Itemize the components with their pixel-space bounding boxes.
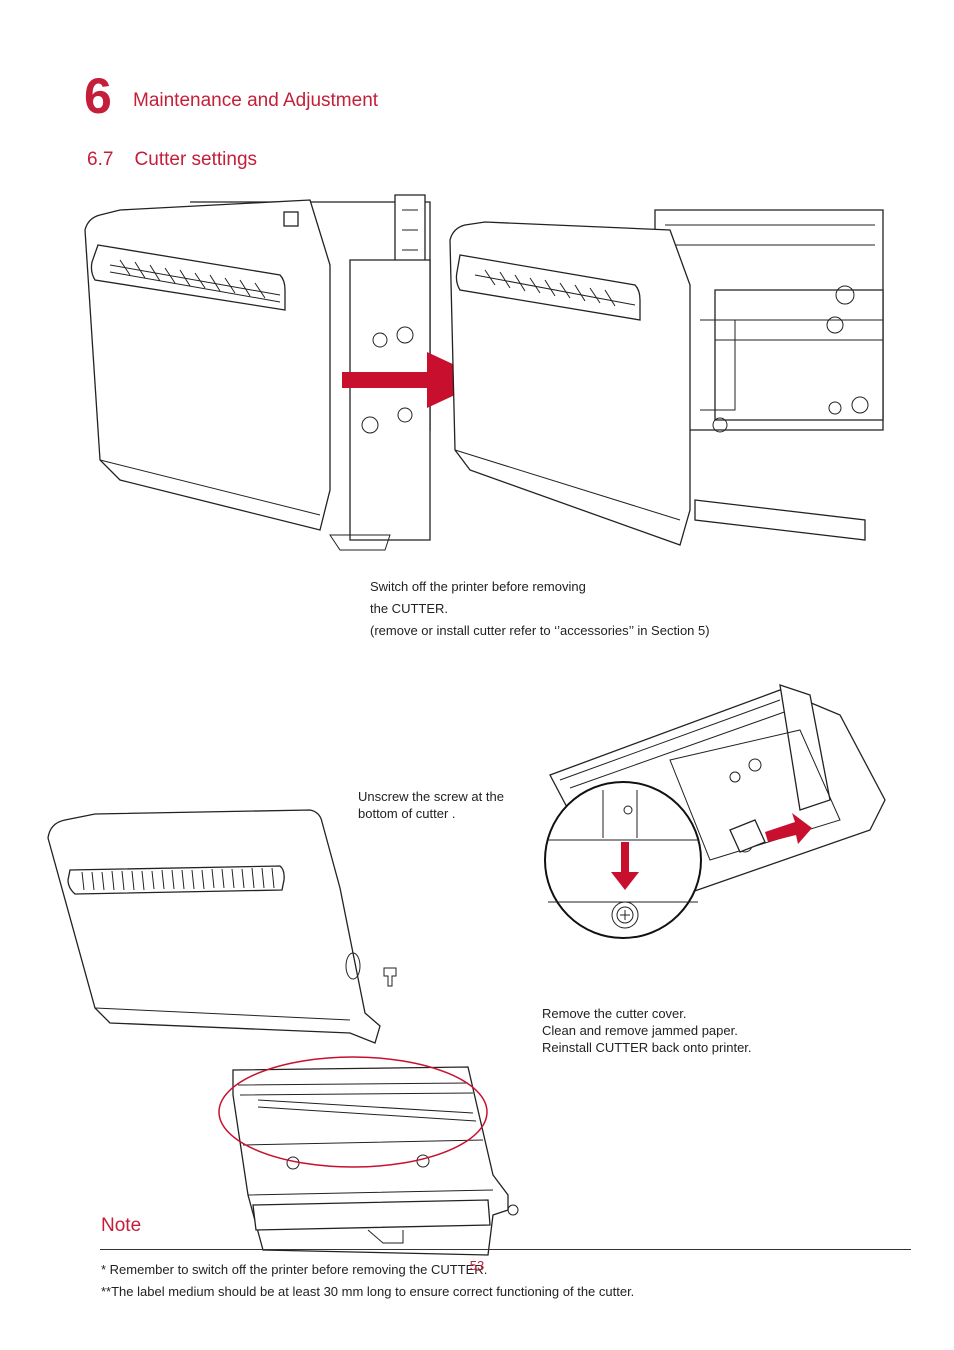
instruction-line: Clean and remove jammed paper. xyxy=(542,1023,738,1038)
instruction-line: Remove the cutter cover. xyxy=(542,1006,687,1021)
note-line-2: **The label medium should be at least 30… xyxy=(101,1284,635,1299)
chapter-title: Maintenance and Adjustment xyxy=(133,90,379,111)
instruction-step1: Switch off the printer before removing t… xyxy=(370,576,710,642)
cutter-bottom-illustration xyxy=(544,684,886,939)
instruction-line: Reinstall CUTTER back onto printer. xyxy=(542,1040,752,1055)
instruction-line: (remove or install cutter refer to ‘’acc… xyxy=(370,623,710,638)
chapter-number: 6 xyxy=(84,68,112,124)
instruction-line: bottom of cutter . xyxy=(358,806,456,821)
note-divider xyxy=(100,1249,911,1250)
right-arrow-icon xyxy=(342,352,487,408)
cutter-cover-illustration xyxy=(47,809,397,1044)
note-line-1: * Remember to switch off the printer bef… xyxy=(101,1262,488,1277)
page-number: 53 xyxy=(469,1258,485,1273)
instruction-line: the CUTTER. xyxy=(370,601,449,616)
instruction-step3: Remove the cutter cover. Clean and remov… xyxy=(542,1005,752,1056)
cutter-blade-illustration xyxy=(218,1056,519,1256)
instruction-line: Unscrew the screw at the xyxy=(358,789,504,804)
note-heading: Note xyxy=(101,1215,142,1236)
section-title: 6.7 Cutter settings xyxy=(87,149,258,170)
instruction-step2: Unscrew the screw at the bottom of cutte… xyxy=(358,788,504,822)
cutter-detached-illustration xyxy=(449,209,884,546)
cutter-attached-illustration xyxy=(84,194,431,551)
instruction-line: Switch off the printer before removing xyxy=(370,579,586,594)
